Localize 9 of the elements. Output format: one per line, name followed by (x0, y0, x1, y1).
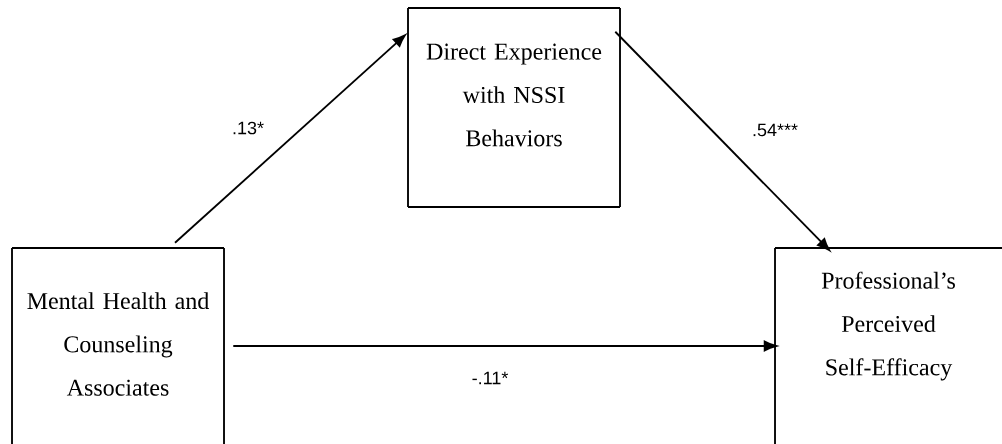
arrow (232, 340, 777, 352)
edge-label: .54*** (750, 122, 800, 138)
edge-label: -.11* (470, 370, 510, 386)
arrow (614, 30, 830, 251)
box: Professional’s Perceived Self-Efficacy (774, 247, 1002, 444)
edge-label: .13* (230, 120, 266, 136)
box: Direct Experience with NSSI Behaviors (407, 7, 621, 208)
arrow (174, 34, 406, 244)
box: Mental Health and Counseling Associates (11, 247, 225, 444)
